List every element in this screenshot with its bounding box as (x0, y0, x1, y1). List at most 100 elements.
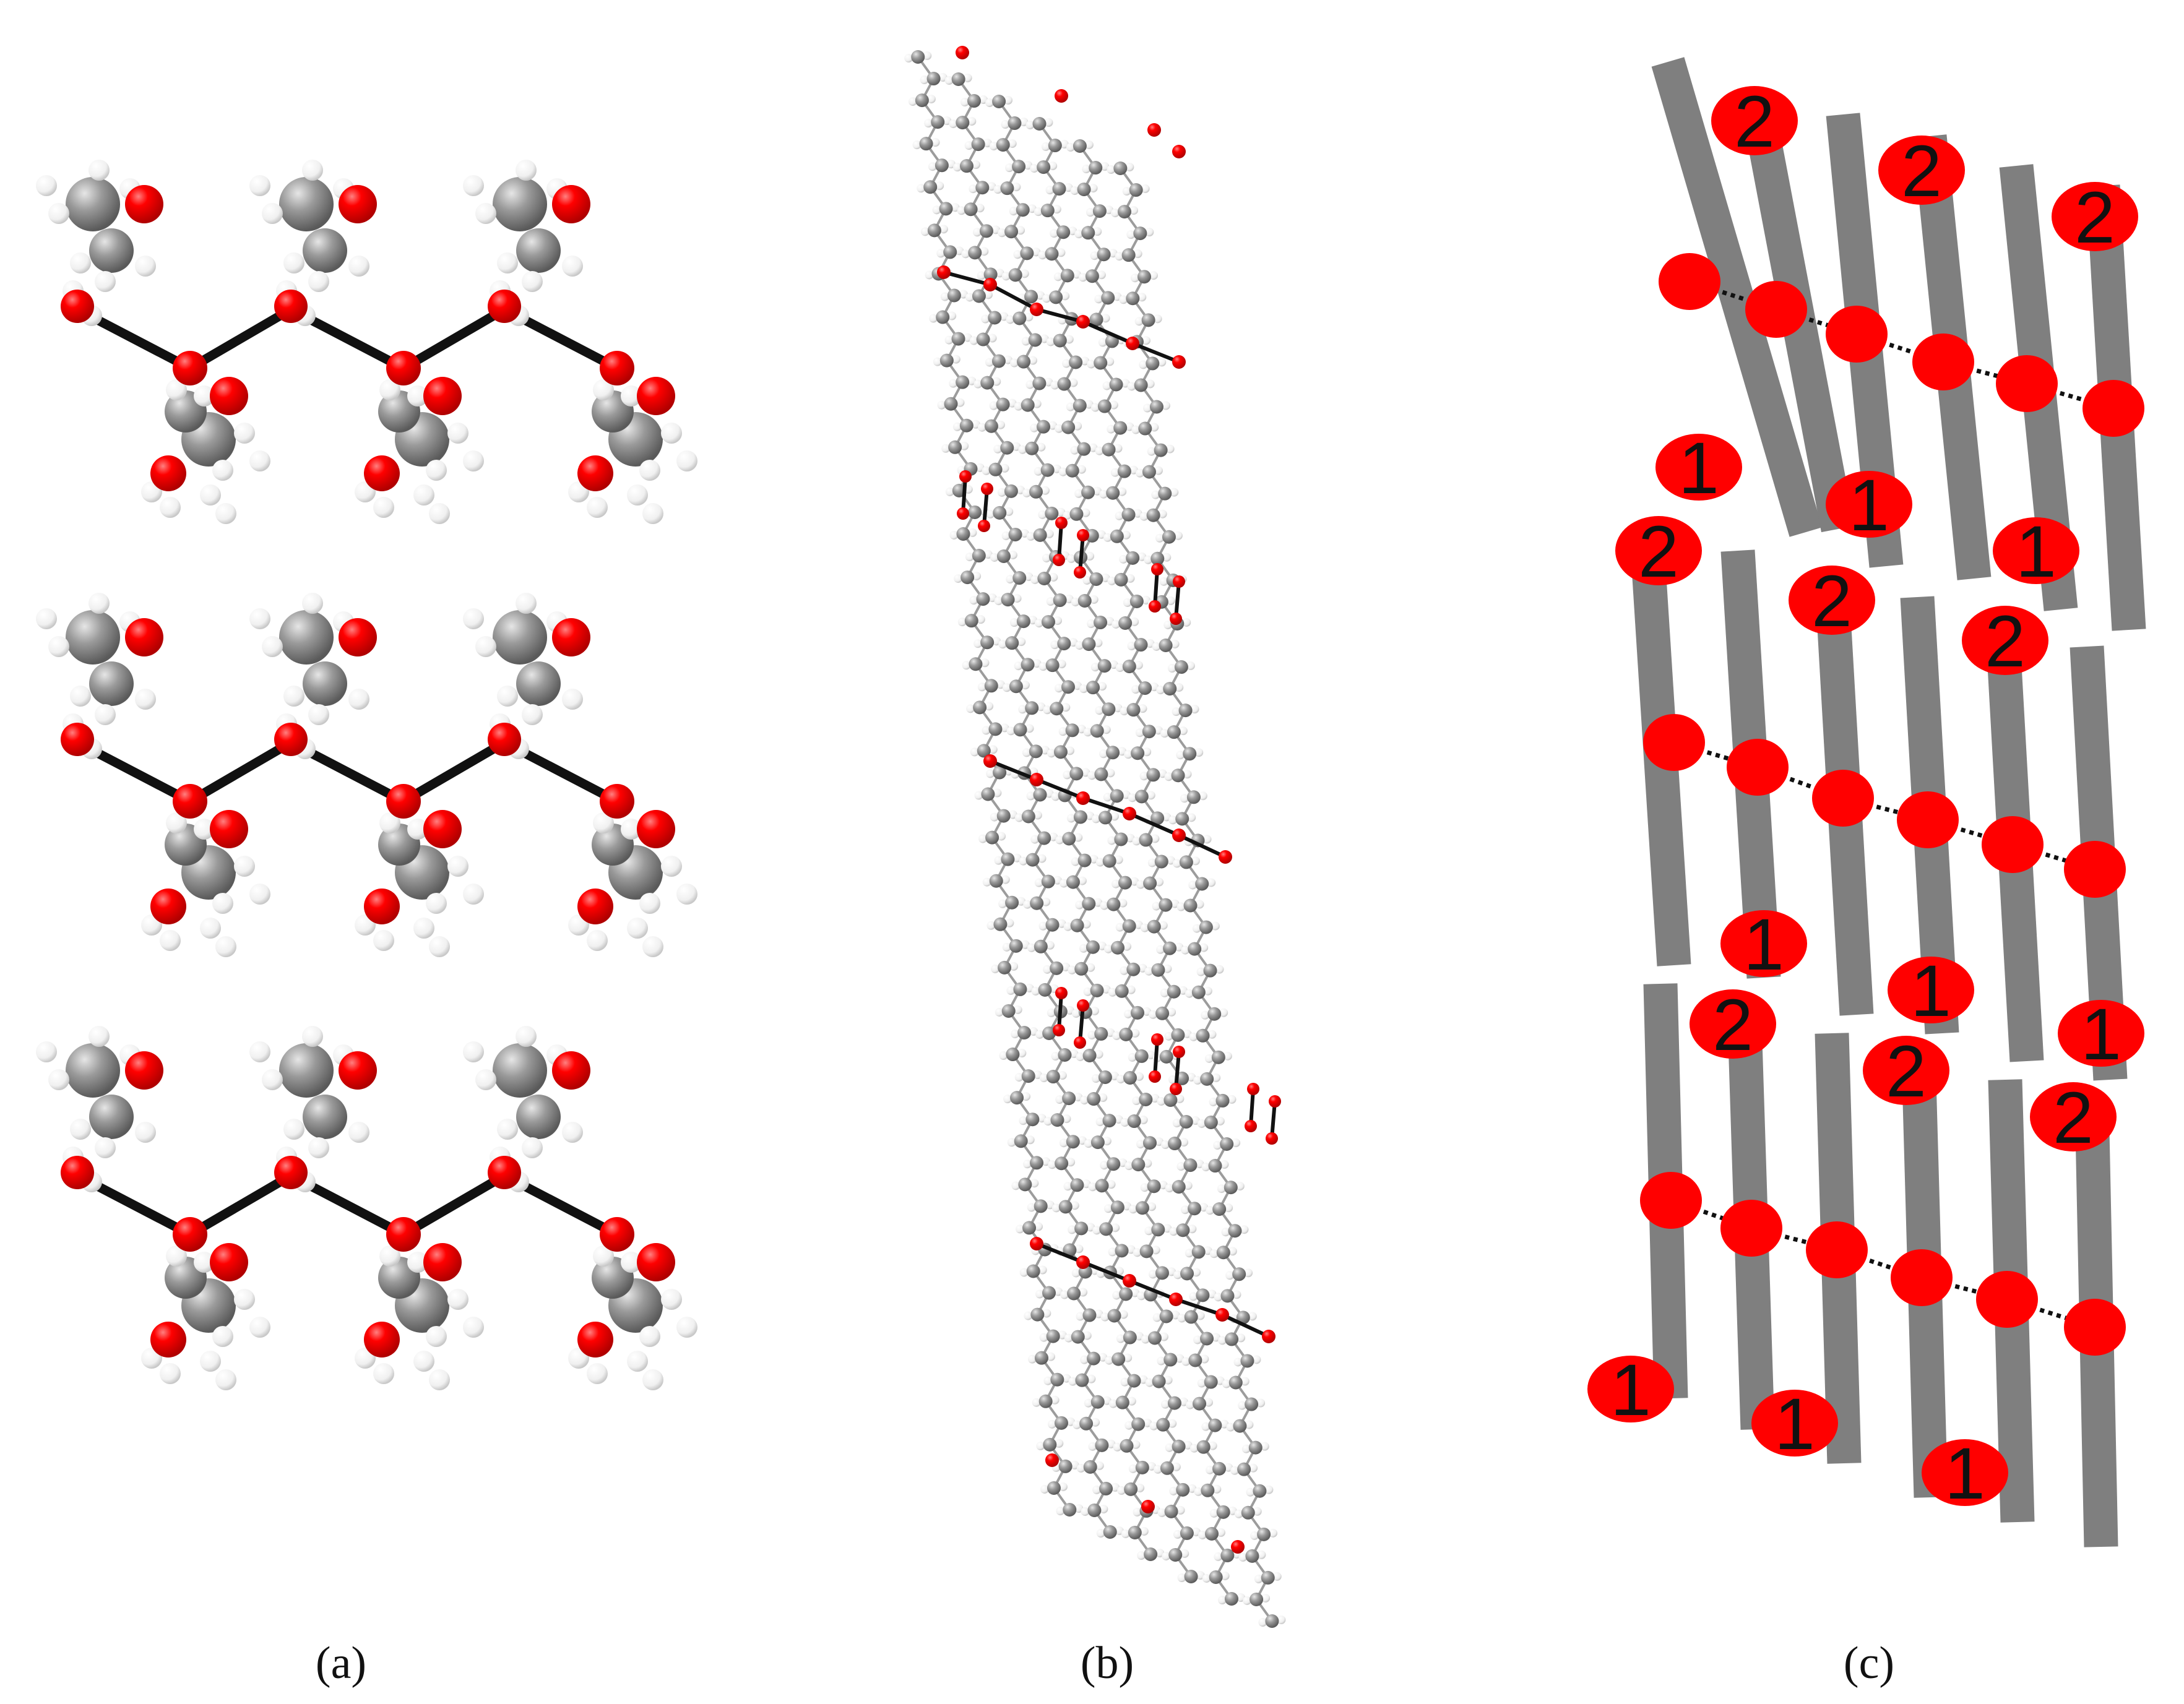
oxygen-atom (274, 723, 308, 756)
hydrogen-atom (1110, 812, 1120, 821)
hydrogen-atom (194, 385, 215, 407)
hydrogen-atom (1054, 684, 1063, 693)
hydrogen-atom (212, 893, 233, 914)
hydrogen-atom (1077, 465, 1086, 474)
hydrogen-atom (283, 252, 304, 273)
carbon-atom (1101, 291, 1115, 305)
hydrogen-atom (1201, 1163, 1211, 1172)
oxygen-atom (1030, 303, 1043, 316)
carbon-atom (1087, 1351, 1101, 1366)
carbon-atom (1053, 745, 1068, 759)
caption-a: (a) (316, 1638, 366, 1689)
carbon-atom (1135, 1460, 1149, 1474)
hydrogen-atom (1063, 1182, 1073, 1191)
hydrogen-atom (1084, 1139, 1093, 1148)
hydrogen-atom (516, 160, 537, 181)
hydrogen-atom (1119, 295, 1128, 304)
carbon-atom (1151, 1223, 1165, 1237)
hydrogen-atom (1141, 184, 1150, 194)
carbon-atom (1142, 1136, 1157, 1150)
hydrogen-atom (249, 1041, 270, 1062)
hydrogen-atom (1160, 1400, 1170, 1409)
hydrogen-atom (1169, 1486, 1178, 1495)
carbon-atom (1172, 1439, 1186, 1453)
hydrogen-atom (1095, 1461, 1104, 1470)
carbon-atom (1126, 703, 1141, 717)
oxygen-atom (552, 1051, 590, 1090)
hydrogen-atom (1127, 1396, 1136, 1406)
hydrogen-atom (1014, 813, 1024, 822)
hydrogen-atom (1092, 1226, 1102, 1235)
hydrogen-atom (1209, 1249, 1219, 1259)
hydrogen-atom (1038, 1265, 1047, 1275)
hydrogen-atom (1115, 1267, 1124, 1276)
carbon-atom (960, 570, 975, 585)
hydrogen-atom (1071, 857, 1080, 866)
head-group-2: 2 (1615, 511, 1702, 593)
carbon-atom (1058, 1459, 1073, 1473)
carbon-atom (1092, 204, 1107, 218)
hydrogen-atom (1075, 641, 1084, 650)
carbon-atom (1017, 1026, 1032, 1040)
hydrogen-atom (516, 593, 537, 614)
hydrogen-atom (1243, 1596, 1252, 1605)
carbon-atom (1143, 876, 1157, 890)
carbon-atom (972, 289, 986, 303)
hydrogen-atom (1219, 1008, 1228, 1017)
hydrogen-atom (1130, 617, 1139, 626)
carbon-atom (1127, 1374, 1141, 1388)
hydrogen-atom (463, 1041, 484, 1062)
hydrogen-bond (1153, 1038, 1159, 1078)
carbon-atom (1069, 767, 1084, 781)
hydrogen-atom (951, 355, 960, 364)
head-group-2: 2 (1789, 561, 1875, 642)
carbon-atom (1090, 983, 1104, 997)
oxygen-atom (577, 889, 613, 924)
hydrogen-atom (1041, 486, 1050, 495)
hydrogen-atom (1073, 421, 1082, 431)
carbon-atom (1195, 877, 1209, 891)
hydrogen-atom (1175, 1094, 1185, 1103)
oxygen-atom (1055, 89, 1068, 103)
hydrogen-atom (1134, 317, 1144, 326)
hydrogen-atom (986, 921, 996, 930)
molecule-pair (249, 1026, 484, 1390)
hydrogen-atom (924, 119, 933, 128)
hydrogen-atom (1092, 814, 1101, 824)
hydrogen-atom (995, 1007, 1004, 1017)
head-label-1: 1 (1743, 904, 1784, 986)
oxygen-atom (1245, 1120, 1257, 1132)
carbon-atom (1159, 1049, 1173, 1064)
hydrogen-atom (1026, 531, 1035, 541)
hydrogen-bond (1057, 521, 1063, 562)
hydrogen-atom (1180, 794, 1189, 803)
hydrogen-atom (1140, 923, 1149, 932)
carbon-atom (1090, 724, 1104, 738)
carbon-atom (89, 661, 134, 706)
hydrogen-atom (1253, 1507, 1262, 1516)
hydrogen-atom (587, 930, 608, 951)
carbon-atom (1250, 1592, 1264, 1606)
hydrogen-atom (1042, 1309, 1051, 1318)
hydrogen-atom (1240, 1377, 1250, 1386)
hydrogen-atom (1224, 1203, 1233, 1213)
hydrogen-atom (1183, 1181, 1193, 1190)
hydrogen-atom (1043, 1117, 1053, 1126)
carbon-atom (66, 1043, 120, 1098)
hydrogen-atom (447, 856, 468, 877)
hydrogen-atom (1034, 1222, 1043, 1231)
hydrogen-atom (1197, 1119, 1206, 1128)
carbon-atom (66, 610, 120, 665)
hydrogen-atom (463, 450, 484, 471)
carbon-atom (1013, 982, 1027, 996)
hydrogen-atom (1016, 1224, 1025, 1234)
hydrogen-atom (429, 936, 450, 957)
hydrogen-atom (1124, 1421, 1134, 1430)
hydrogen-atom (1169, 1227, 1178, 1236)
hydrogen-atom (1178, 726, 1188, 736)
hydrogen-atom (522, 271, 543, 292)
hydrogen-atom (95, 271, 116, 292)
carbon-atom (1115, 1395, 1129, 1409)
oxygen-atom (552, 618, 590, 656)
carbon-atom (1134, 1049, 1149, 1063)
